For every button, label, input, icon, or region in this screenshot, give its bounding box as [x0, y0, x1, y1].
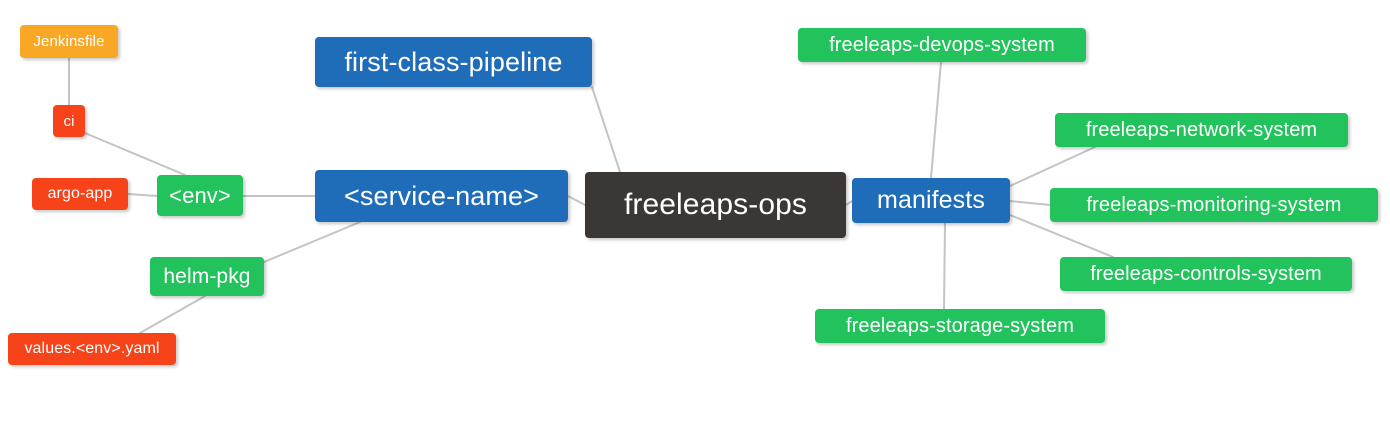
node-freeleaps-storage-system[interactable]: freeleaps-storage-system	[815, 309, 1105, 343]
node-env[interactable]: <env>	[157, 175, 243, 216]
edge-manifests-to-freeleaps-monitoring-system	[1009, 200, 1051, 206]
edge-manifests-to-freeleaps-storage-system	[943, 222, 946, 310]
node-freeleaps-monitoring-system[interactable]: freeleaps-monitoring-system	[1050, 188, 1378, 222]
node-freeleaps-controls-system[interactable]: freeleaps-controls-system	[1060, 257, 1352, 291]
edge-manifests-to-freeleaps-devops-system	[930, 61, 942, 179]
node-ci[interactable]: ci	[53, 105, 85, 137]
node-freeleaps-devops-system[interactable]: freeleaps-devops-system	[798, 28, 1086, 62]
node-freeleaps-network-system[interactable]: freeleaps-network-system	[1055, 113, 1348, 147]
node-first-class-pipeline[interactable]: first-class-pipeline	[315, 37, 592, 87]
node-helm-pkg[interactable]: helm-pkg	[150, 257, 264, 296]
edge-service-name-to-helm-pkg	[263, 221, 361, 263]
edge-freeleaps-ops-to-first-class-pipeline	[591, 86, 621, 173]
edge-env-to-argo-app	[127, 193, 158, 197]
edge-freeleaps-ops-to-service-name	[567, 195, 586, 206]
edge-manifests-to-freeleaps-network-system	[1009, 146, 1096, 187]
edge-helm-pkg-to-values-env-yaml	[139, 295, 206, 334]
node-service-name[interactable]: <service-name>	[315, 170, 568, 222]
edge-env-to-ci	[84, 132, 186, 176]
node-values-env-yaml[interactable]: values.<env>.yaml	[8, 333, 176, 365]
node-argo-app[interactable]: argo-app	[32, 178, 128, 210]
node-manifests[interactable]: manifests	[852, 178, 1010, 223]
node-freeleaps-ops[interactable]: freeleaps-ops	[585, 172, 846, 238]
node-jenkinsfile[interactable]: Jenkinsfile	[20, 25, 118, 58]
